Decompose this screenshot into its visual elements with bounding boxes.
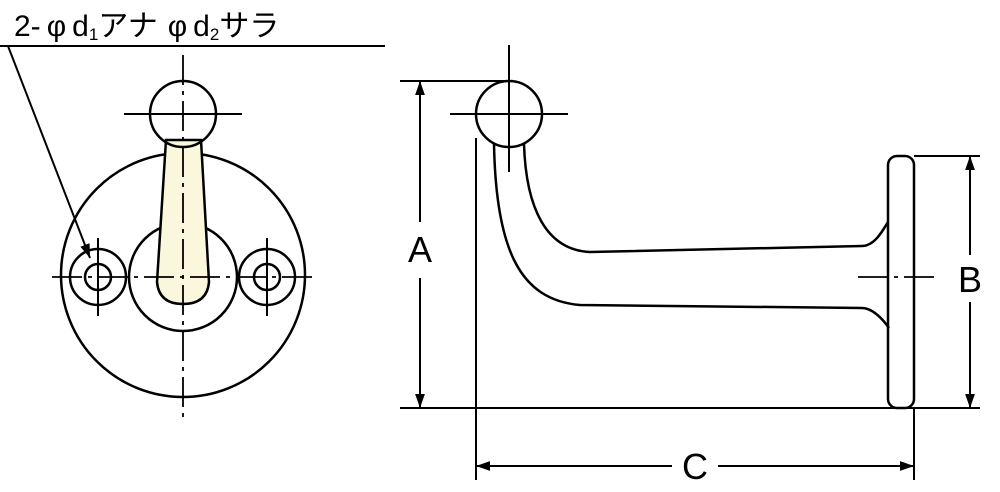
dim-b-label: B <box>958 259 982 300</box>
wall-plate <box>886 154 916 410</box>
hook-outer-edge <box>492 143 891 329</box>
note-leader <box>7 45 91 259</box>
dim-a-label: A <box>408 229 432 270</box>
dim-c-label: C <box>682 446 708 487</box>
side-view: A B C <box>400 45 982 487</box>
hook-inner-edge <box>522 143 890 254</box>
